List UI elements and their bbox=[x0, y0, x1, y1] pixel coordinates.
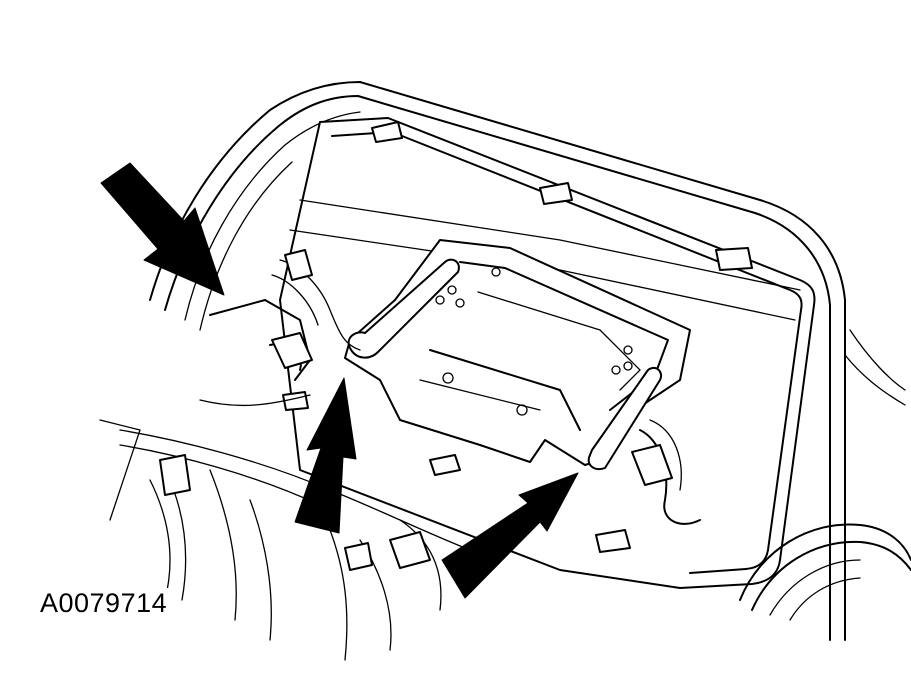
wiring-harness-left bbox=[199, 249, 361, 407]
wiring-harness-right bbox=[631, 419, 701, 525]
figure-id-label: A0079714 bbox=[38, 588, 170, 619]
callout-arrow-lower-right bbox=[441, 472, 579, 599]
lower-wiring bbox=[99, 419, 471, 661]
callout-arrow-upper-left bbox=[100, 162, 225, 296]
callout-arrows bbox=[100, 162, 579, 599]
module-bracket bbox=[344, 239, 691, 471]
callout-arrow-center bbox=[294, 377, 357, 534]
round-component bbox=[739, 523, 911, 621]
